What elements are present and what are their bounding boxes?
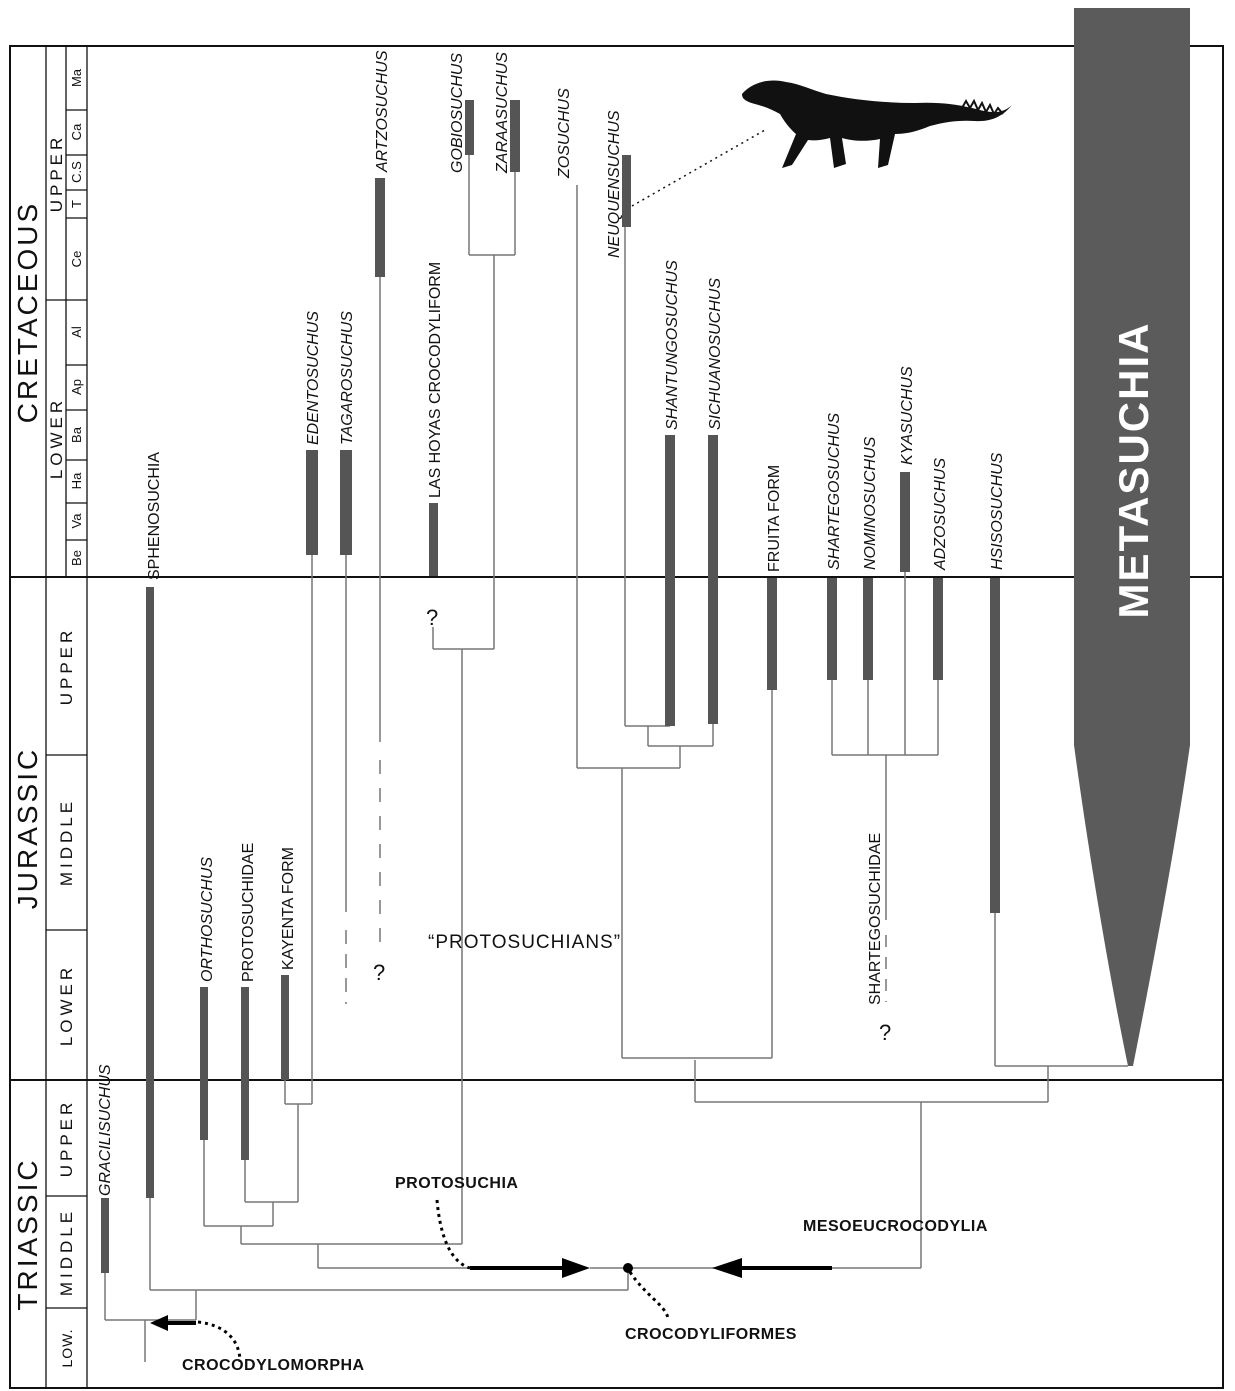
taxon-label-protosuchidae: PROTOSUCHIDAE [240,843,257,982]
taxon-label-shantungosuchus: SHANTUNGOSUCHUS [664,260,681,430]
epoch-label-cretaceous-lower: LOWER [47,397,66,479]
protosuchia-arrowhead [562,1258,590,1278]
taxon-label-edentosuchus: EDENTOSUCHUS [305,311,322,445]
clade-label-crocodylomorpha: CROCODYLOMORPHA [182,1357,365,1374]
range-bar-artzosuchus [375,178,385,277]
protosuchia-connector [435,1199,471,1270]
stage-label: Be [69,550,84,566]
range-bar-nominosuchus [863,578,873,680]
taxon-label-neuquensuchus: NEUQUENSUCHUS [606,110,623,258]
question-mark-shartegosuchidae: ? [879,1020,891,1045]
range-bar-las-hoyas [429,503,438,576]
stage-label: C.S [69,161,84,183]
range-bar-shantungosuchus [665,435,675,726]
stage-label: Ha [69,472,84,489]
range-bar-sichuanosuchus [708,435,718,724]
range-bars [101,100,1000,1273]
period-label-triassic: TRIASSIC [12,1157,43,1310]
tree-branches [104,155,1128,1362]
crocodyliformes-node [623,1263,633,1273]
taxon-label-orthosuchus: ORTHOSUCHUS [199,857,216,982]
taxon-label-las-hoyas: LAS HOYAS CROCODYLIFORM [427,262,444,498]
range-bar-zaraasuchus [510,100,520,172]
taxon-label-gracilisuchus: GRACILISUCHUS [97,1064,114,1196]
crocodylomorpha-connector [197,1320,242,1363]
mesoeucrocodylia-arrowhead [712,1258,742,1278]
range-bar-kyasuchus [900,472,910,572]
taxon-label-hsisosuchus: HSISOSUCHUS [989,452,1006,570]
range-bar-protosuchidae [241,987,249,1160]
clade-label-crocodyliformes: CROCODYLIFORMES [625,1326,797,1343]
chart-border [9,45,1224,1389]
range-bar-hsisosuchus [990,578,1000,913]
range-bar-edentosuchus [306,450,318,555]
stage-label: Va [69,513,84,529]
taxon-label-shartegosuchus: SHARTEGOSUCHUS [826,413,843,570]
crocodyliform-silhouette-icon [742,80,1012,168]
crocodylomorpha-arrowhead [150,1315,168,1331]
stage-label: Ca [69,123,84,140]
taxon-label-adzosuchus: ADZOSUCHUS [932,458,949,571]
range-bar-adzosuchus [933,578,943,680]
stage-label: Ma [69,68,84,87]
taxon-label-zosuchus: ZOSUCHUS [556,88,573,179]
period-label-cretaceous: CRETACEOUS [12,201,43,423]
epoch-label-triassic-middle: MIDDLE [57,1208,76,1296]
epoch-label-triassic-lower: LOW. [59,1328,75,1367]
metasuchia-label: METASUCHIA [1110,322,1157,619]
stage-label: T [69,200,84,208]
stage-label: Ce [69,251,84,268]
taxon-label-shartegosuchidae: SHARTEGOSUCHIDAE [867,833,884,1005]
range-bar-orthosuchus [200,987,208,1140]
epoch-label-jurassic-lower: LOWER [57,964,76,1046]
stage-label: Ap [69,379,84,395]
range-bar-kayenta [281,975,289,1080]
epoch-label-jurassic-upper: UPPER [57,627,76,706]
taxon-label-fruita: FRUITA FORM [766,465,783,572]
time-scale-frame [9,45,1224,1389]
time-scale-columns [45,46,88,1388]
question-mark-las-hoyas: ? [426,605,438,630]
clade-label-protosuchia: PROTOSUCHIA [395,1175,518,1192]
clade-label-protosuchians: “PROTOSUCHIANS” [428,932,621,953]
epoch-label-cretaceous-upper: UPPER [47,134,66,213]
dotted-connectors [197,1199,670,1363]
period-label-jurassic: JURASSIC [12,747,43,909]
stage-labels: Ma Ca C.S T Ce Al Ap Ba Ha Va Be [69,68,84,566]
question-mark-artzosuchus: ? [373,960,385,985]
taxon-label-sphenosuchia: SPHENOSUCHIA [146,452,163,580]
range-bar-fruita [767,578,777,690]
metasuchia-wedge [1074,8,1190,1066]
taxon-label-artzosuchus: ARTZOSUCHUS [374,50,391,173]
taxon-label-kayenta: KAYENTA FORM [280,847,297,970]
taxon-label-nominosuchus: NOMINOSUCHUS [862,436,879,570]
clade-label-mesoeucrocodylia: MESOEUCROCODYLIA [803,1218,988,1235]
range-bar-shartegosuchus [827,578,837,680]
taxon-label-zaraasuchus: ZARAASUCHUS [494,52,511,174]
taxon-label-kyasuchus: KYASUCHUS [899,366,916,465]
epoch-label-triassic-upper: UPPER [57,1099,76,1178]
range-bar-sphenosuchia [146,587,154,1198]
stage-label: Ba [69,426,84,443]
taxon-label-gobiosuchus: GOBIOSUCHUS [449,53,466,173]
crocodyliformes-connector [628,1271,670,1319]
range-bar-neuquensuchus [622,155,631,227]
range-bar-gracilisuchus [101,1198,109,1273]
neuquensuchus-silhouette-connector [631,129,766,207]
taxon-label-sichuanosuchus: SICHUANOSUCHUS [707,278,724,430]
clade-arrows [150,1258,832,1331]
stage-label: Al [69,326,84,338]
range-bar-tagarosuchus [340,450,352,555]
taxon-label-tagarosuchus: TAGAROSUCHUS [339,311,356,445]
epoch-label-jurassic-middle: MIDDLE [57,798,76,886]
taxon-labels: GRACILISUCHUS SPHENOSUCHIA ORTHOSUCHUS P… [97,50,1006,1196]
range-bar-gobiosuchus [465,100,474,155]
